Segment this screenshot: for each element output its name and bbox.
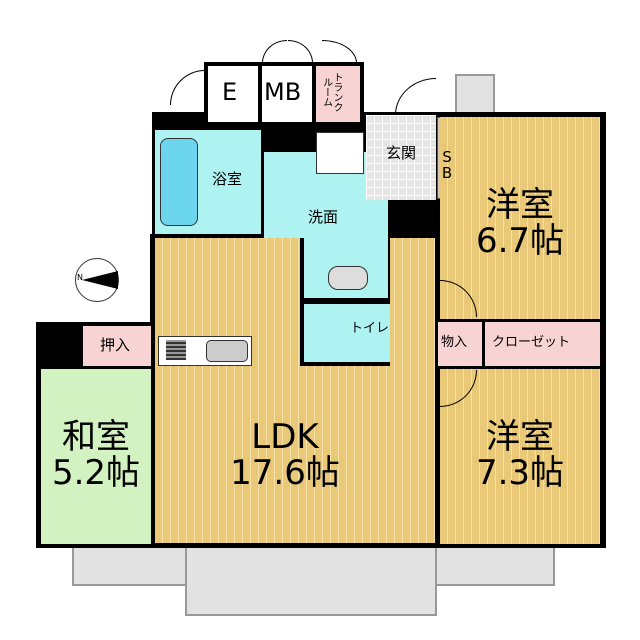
entrance-floor (366, 115, 436, 200)
trunk-room-label: トランクルーム (320, 72, 343, 112)
storage-label: 物入 (441, 335, 468, 350)
room-size: 17.6帖 (230, 452, 340, 493)
room-size: 7.3帖 (475, 452, 565, 493)
door-swing (288, 40, 313, 63)
room-size: 6.7帖 (475, 220, 565, 261)
north-label: N (77, 273, 83, 282)
room-name: 洋室 (486, 417, 554, 457)
meter-box (262, 66, 312, 122)
sink-icon (206, 340, 248, 362)
meter-box-label: MB (264, 78, 302, 106)
compass-icon: N (75, 258, 119, 302)
room-name: 和室 (62, 417, 130, 457)
trunk-room (316, 66, 360, 122)
oshiire-label: 押入 (100, 336, 131, 354)
closet (485, 322, 600, 366)
storage (438, 322, 482, 366)
toilet-label: トイレ (350, 321, 390, 336)
toilet (304, 304, 390, 362)
trunk-room-line2: ルーム (320, 77, 332, 107)
washing-machine-pan (316, 132, 364, 174)
room-size: 5.2帖 (51, 452, 141, 493)
japanese-room-floor (41, 369, 151, 544)
room-name: 洋室 (486, 185, 554, 225)
entrance-label: 玄関 (386, 144, 417, 162)
oshiire (83, 326, 151, 366)
balcony-center (185, 540, 437, 616)
bathtub (160, 138, 198, 226)
door-swing (170, 70, 205, 105)
elevator-box (208, 66, 258, 122)
washroom-label: 洗面 (308, 208, 339, 226)
stove-icon (166, 340, 186, 360)
trunk-room-line1: トランク (331, 72, 342, 112)
elevator-label: E (222, 78, 238, 106)
compass-needle-icon (82, 271, 118, 289)
closet-label: クローゼット (492, 335, 571, 350)
door-swing (322, 40, 357, 63)
ldk-floor (155, 238, 435, 543)
room-name: LDK (251, 417, 319, 457)
western-room-1-floor (440, 117, 600, 319)
western-room-2-floor (440, 369, 600, 544)
bathroom-label: 浴室 (212, 170, 243, 188)
door-swing (262, 40, 287, 63)
exterior-space (150, 112, 152, 234)
shoe-box-label: SB (441, 148, 453, 182)
entrance-door (395, 78, 436, 115)
wash-basin (328, 266, 368, 290)
